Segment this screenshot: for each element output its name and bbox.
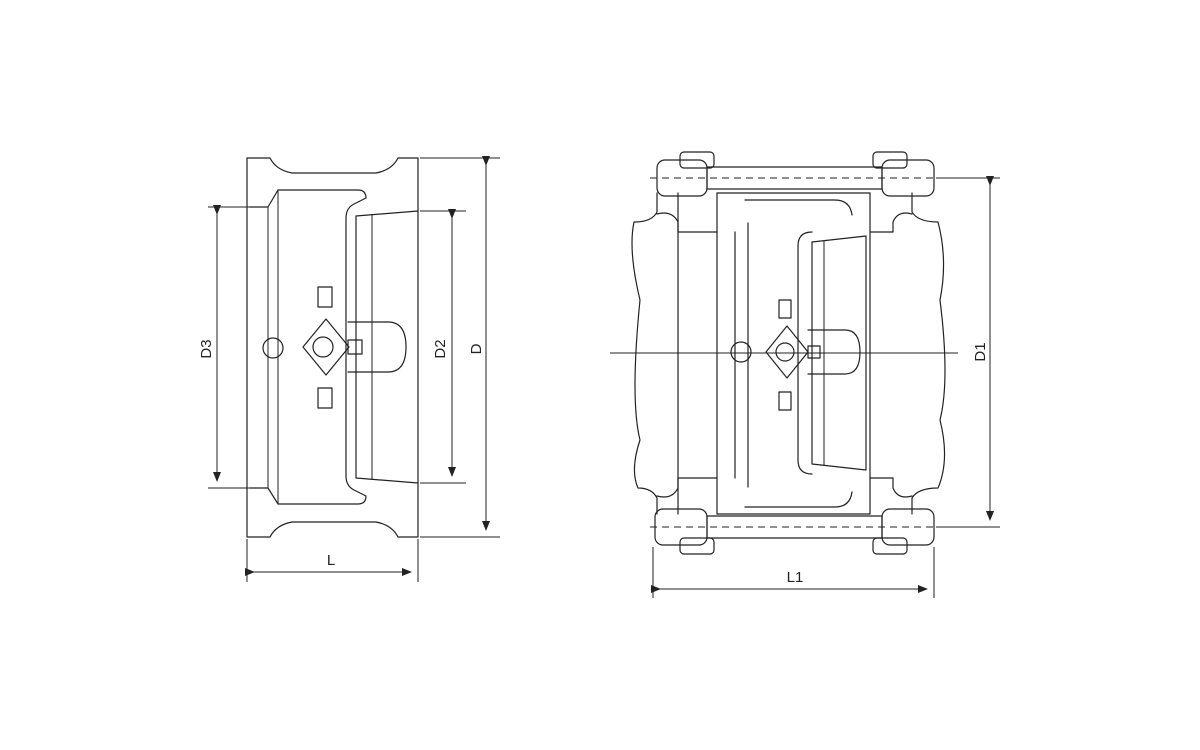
left-dimensions: D3 D2 D L [198,156,500,582]
right-pipe-flange [869,192,946,515]
l1-label: L1 [787,569,804,586]
left-flange-top-step [656,212,718,233]
top-bolt [650,151,945,197]
left-seat-ring [249,189,367,505]
d1-label: D1 [972,342,989,361]
right-disc-housing [811,235,867,471]
right-seat-curve [797,231,813,475]
bottom-bolt-nut-right-bottom [872,537,908,555]
left-valve-body-outline [246,157,419,538]
left-hub [347,321,407,373]
d-label: D [468,343,485,354]
left-hinge-lug [347,339,363,355]
left-pipe-flange [631,192,718,515]
bottom-bolt [650,508,945,555]
left-valve-view [246,157,419,538]
right-dimensions: D1 L1 [651,176,1000,598]
right-lower-stop [778,391,792,411]
left-body-circle [262,337,284,359]
right-valve-view [610,151,958,555]
right-upper-stop [778,299,792,319]
right-hinge-diamond [765,325,809,379]
l-label: L [327,552,335,569]
left-lower-stop [317,387,333,409]
left-hinge-diamond [302,318,350,376]
left-disc-housing [355,210,419,484]
right-hinge-lug [807,345,821,359]
d3-label: D3 [198,339,215,358]
d2-label: D2 [432,339,449,358]
right-body-circle [730,341,752,363]
bottom-bolt-nut-left-bottom [679,537,715,555]
right-flange-top-step [869,212,913,233]
left-flange-bottom-step [656,477,718,498]
right-hinge-pin [775,342,795,362]
right-hub [807,329,861,375]
right-valve-body [716,192,871,515]
left-upper-stop [317,286,333,308]
left-hinge-pin [312,336,334,358]
right-flange-bottom-step [869,477,913,498]
